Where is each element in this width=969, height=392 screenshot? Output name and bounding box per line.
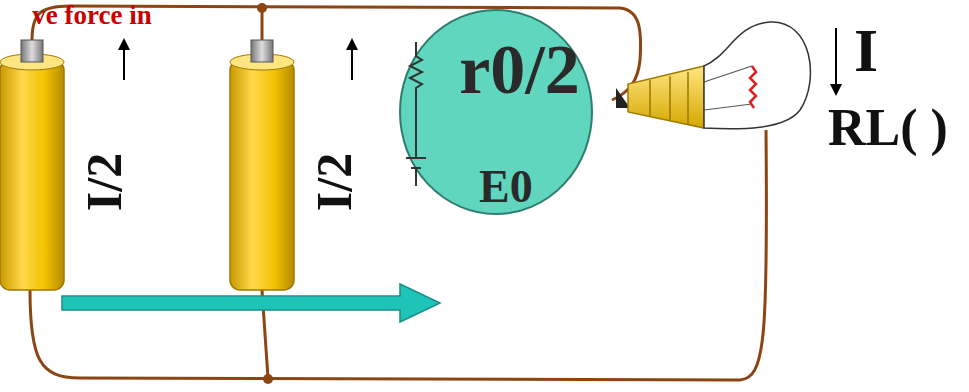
- ellipse-fill: [400, 10, 592, 214]
- current-label: I/2: [79, 153, 129, 211]
- current-label: I: [854, 19, 878, 81]
- light-bulb: [616, 22, 810, 129]
- note-text: ve force in: [32, 2, 151, 29]
- equivalent-source: r0/2E0: [398, 8, 594, 216]
- source-symbol: [406, 42, 426, 186]
- junction-dot: [257, 3, 267, 13]
- junction-dot: [263, 374, 273, 384]
- equivalent-arrow: [62, 284, 440, 322]
- current-arrow: [835, 28, 837, 90]
- current-label: I/2: [309, 153, 359, 211]
- wire: [30, 6, 767, 380]
- load-label: RL( ): [828, 102, 948, 154]
- emf-label: E0: [479, 164, 533, 210]
- resistance-label: r0/2: [459, 35, 580, 105]
- current-arrow: [351, 44, 353, 80]
- battery-cell: [0, 40, 64, 290]
- battery-cell: [230, 40, 294, 290]
- current-arrow: [123, 44, 125, 80]
